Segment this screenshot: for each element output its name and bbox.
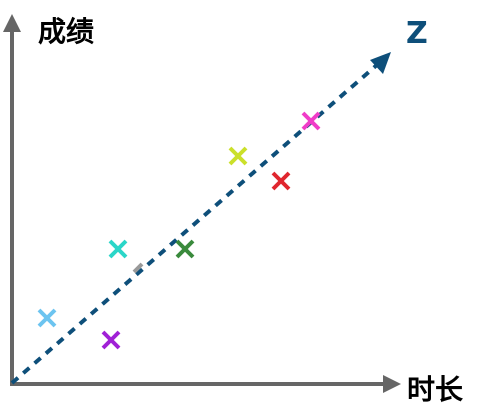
vector-arrowhead	[370, 52, 391, 74]
data-points	[37, 111, 321, 350]
cross-marker	[301, 111, 321, 131]
projection-tick	[132, 262, 144, 274]
y-axis-label: 成绩	[38, 15, 94, 48]
x-axis-arrowhead	[383, 375, 401, 393]
direction-vector	[10, 52, 391, 385]
vector-label: Z	[406, 16, 428, 51]
axes	[3, 14, 401, 393]
cross-marker	[175, 239, 195, 259]
y-axis-arrowhead	[3, 14, 21, 32]
cross-marker	[271, 171, 291, 191]
cross-marker	[37, 308, 57, 328]
vector-dashed-line	[10, 62, 380, 385]
cross-marker	[108, 239, 128, 259]
x-axis-label: 时长	[407, 373, 463, 406]
cross-marker	[101, 330, 121, 350]
cross-marker	[228, 146, 248, 166]
